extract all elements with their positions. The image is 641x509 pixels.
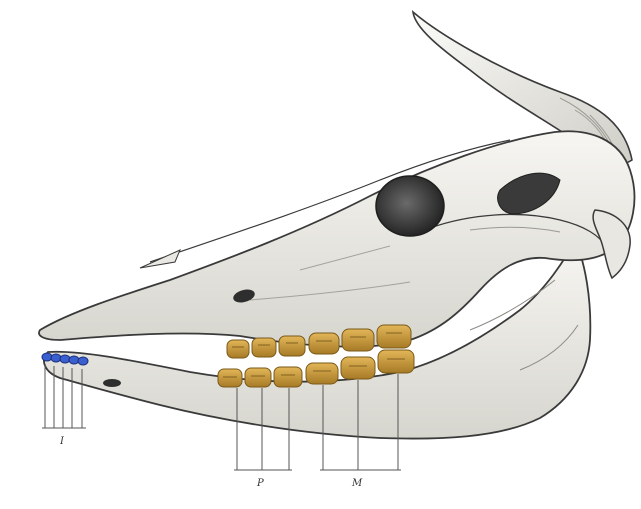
orbit [376,176,444,236]
label-incisors: I [59,436,65,447]
label-premolars: P [256,478,264,489]
label-molars: M [351,478,363,489]
